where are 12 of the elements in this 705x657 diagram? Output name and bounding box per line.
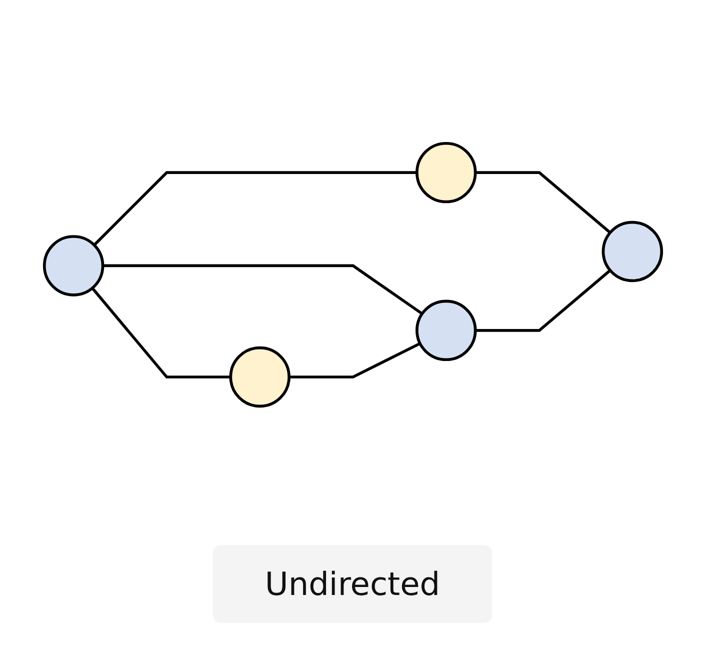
node-circle — [415, 142, 476, 203]
connector — [90, 286, 230, 378]
connector — [474, 269, 611, 332]
caption: Undirected — [212, 544, 492, 622]
connector — [92, 170, 416, 246]
connector — [288, 342, 420, 378]
node-circle — [42, 234, 104, 296]
node-circle — [228, 346, 290, 408]
node-circle — [601, 220, 663, 282]
node-circle — [415, 300, 476, 361]
connector — [474, 170, 611, 234]
connector — [102, 264, 422, 315]
